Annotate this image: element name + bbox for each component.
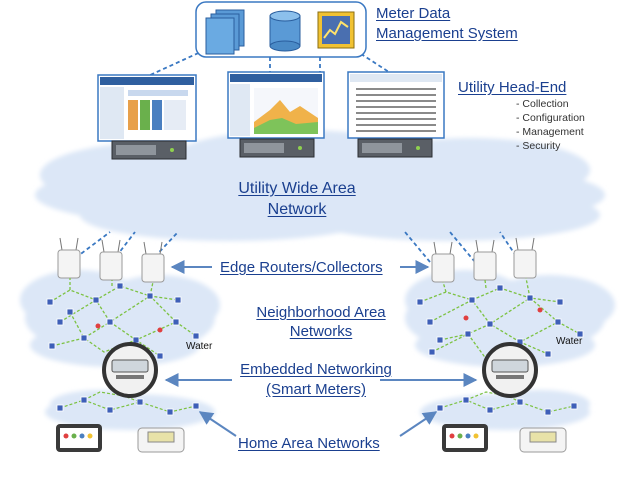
headend-screen-2 xyxy=(227,71,325,139)
headend-functions-list: Collection Configuration Management Secu… xyxy=(516,97,585,153)
wan-label: Utility Wide Area Network xyxy=(238,180,356,218)
mdms-label: Meter Data Management System xyxy=(376,5,518,42)
chart-icon xyxy=(317,11,355,49)
headend-screen-3 xyxy=(347,71,445,139)
thermostat-icon-right xyxy=(519,427,567,453)
in-home-display-icon-left xyxy=(56,424,102,452)
headend-function: Collection xyxy=(516,97,585,111)
headend-screen-1 xyxy=(97,74,197,142)
headend-server-3 xyxy=(357,138,433,158)
han-label: Home Area Networks xyxy=(238,435,380,452)
headend-function: Security xyxy=(516,139,585,153)
pointer-arrows xyxy=(164,260,478,437)
han-cloud-left xyxy=(45,390,215,430)
smart-meter-icon-right xyxy=(482,342,538,398)
in-home-display-icon-right xyxy=(442,424,488,452)
mdms-box xyxy=(195,1,367,58)
mesh-alert-nodes xyxy=(95,307,543,333)
headend-server-1 xyxy=(111,140,187,160)
router-icon xyxy=(57,237,537,283)
headend-label: Utility Head-End xyxy=(458,79,567,96)
thermostat-icon-left xyxy=(137,427,185,453)
database-icon xyxy=(269,10,301,52)
mesh-nodes xyxy=(46,282,584,416)
mesh-links-left xyxy=(49,278,197,357)
water-label-left: Water xyxy=(186,341,213,352)
documents-icon xyxy=(205,9,245,55)
headend-function: Management xyxy=(516,125,585,139)
headend-server-2 xyxy=(239,138,315,158)
smart-meter-icon-left xyxy=(102,342,158,398)
edge-routers-label: Edge Routers/Collectors xyxy=(220,259,383,276)
nan-label: Neighborhood Area Networks xyxy=(256,304,386,340)
headend-function: Configuration xyxy=(516,111,584,125)
embedded-networking-label: Embedded Networking (Smart Meters) xyxy=(240,361,392,398)
water-label-right: Water xyxy=(556,336,583,347)
